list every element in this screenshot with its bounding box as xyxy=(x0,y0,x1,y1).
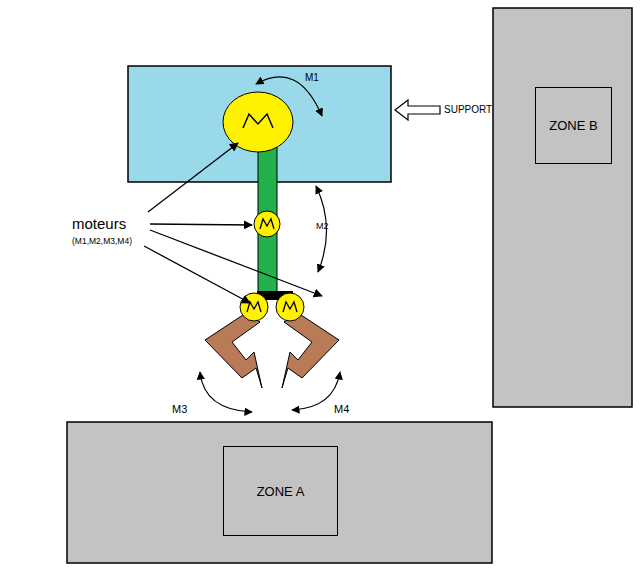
right-claw xyxy=(282,313,339,388)
motor-callout: M3 xyxy=(172,403,187,415)
leader-arrow xyxy=(150,224,252,225)
support-pointer xyxy=(395,100,440,120)
zone-box: ZONE A xyxy=(223,446,338,536)
motor-m1 xyxy=(223,92,293,152)
motor-m3 xyxy=(240,293,268,321)
motor-m2 xyxy=(254,211,280,237)
leader-arrow xyxy=(144,246,250,303)
m4-rotation-arrow xyxy=(292,372,340,410)
motor-callout: M1 xyxy=(305,72,319,83)
support-label: SUPPORT xyxy=(444,104,492,115)
motor-callout: M4 xyxy=(334,403,349,415)
left-claw xyxy=(205,313,262,388)
m3-rotation-arrow xyxy=(200,372,252,412)
zone-name: ZONE B xyxy=(549,118,597,133)
zone-a-area xyxy=(67,422,492,563)
motor-callout: M2 xyxy=(316,222,329,232)
zone-b-area xyxy=(493,8,632,407)
zone-name: ZONE A xyxy=(257,484,305,499)
motor-list: (M1,M2,M3,M4) xyxy=(72,237,132,246)
zone-box: ZONE B xyxy=(535,87,612,164)
motor-m4 xyxy=(276,293,304,321)
motors-label: moteurs xyxy=(72,216,126,233)
leader-arrow xyxy=(148,143,238,212)
